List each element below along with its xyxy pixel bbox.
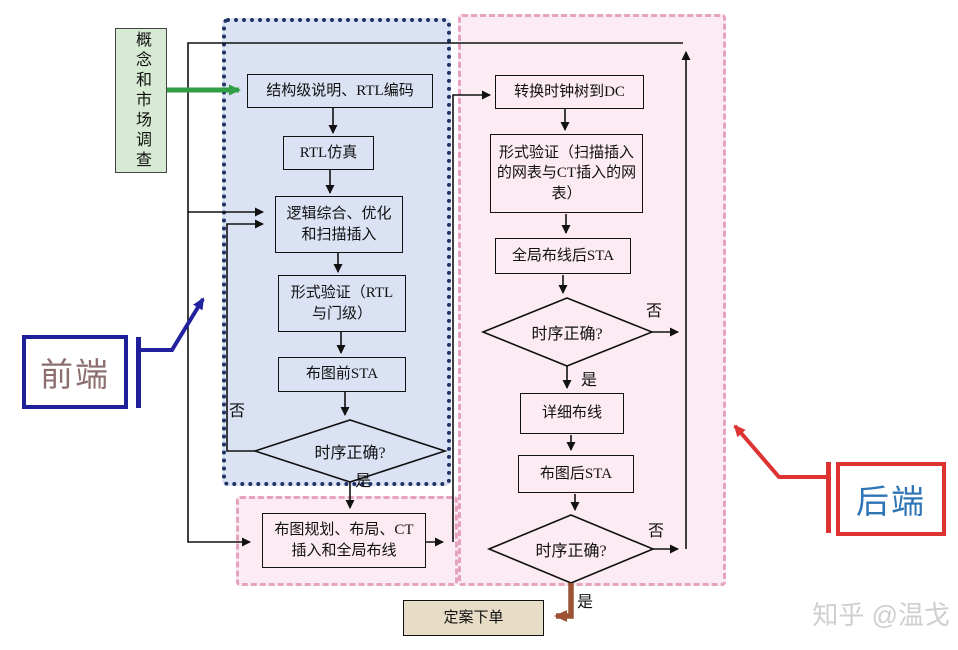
node-formal-verification-rtl: 形式验证（RTL与门级） [278, 275, 406, 332]
frontend-callout-bar [136, 337, 141, 408]
final-order-arrow [554, 583, 574, 622]
node-rtl-simulation: RTL仿真 [283, 136, 374, 170]
branch-no-backend-1: 否 [646, 303, 663, 320]
node-finalize-order: 定案下单 [403, 600, 544, 636]
frontend-label: 前端 [22, 335, 128, 409]
backend-label: 后端 [836, 462, 946, 536]
backend-callout-bar [826, 462, 831, 533]
decision-label-frontend: 时序正确? [314, 445, 386, 462]
node-logic-synthesis: 逻辑综合、优化和扫描插入 [275, 196, 403, 253]
node-post-layout-sta: 布图后STA [518, 455, 634, 493]
watermark: 知乎 @温戈 [812, 600, 950, 630]
branch-yes-backend-1: 是 [581, 372, 598, 389]
decision-label-backend-2: 时序正确? [535, 543, 607, 560]
frontend-callout-arrow [141, 297, 205, 352]
node-pre-layout-sta: 布图前STA [278, 357, 406, 392]
node-global-route-sta: 全局布线后STA [495, 238, 631, 274]
branch-no-backend-2: 否 [648, 523, 665, 540]
decision-label-backend-1: 时序正确? [531, 326, 603, 343]
branch-yes-backend-2: 是 [577, 594, 594, 611]
node-detail-routing: 详细布线 [520, 393, 624, 434]
backend-callout-arrow [733, 424, 827, 479]
node-formal-verification-scan: 形式验证（扫描插入的网表与CT插入的网表） [490, 134, 643, 213]
node-floorplan-placement: 布图规划、布局、CT插入和全局布线 [262, 513, 426, 568]
node-clock-tree-to-dc: 转换时钟树到DC [495, 75, 644, 109]
node-spec-rtl-coding: 结构级说明、RTL编码 [247, 74, 433, 108]
branch-yes-frontend: 是 [355, 473, 372, 490]
branch-no-frontend: 否 [229, 403, 246, 420]
node-concept-market-research: 概念和市场调查 [115, 28, 167, 173]
